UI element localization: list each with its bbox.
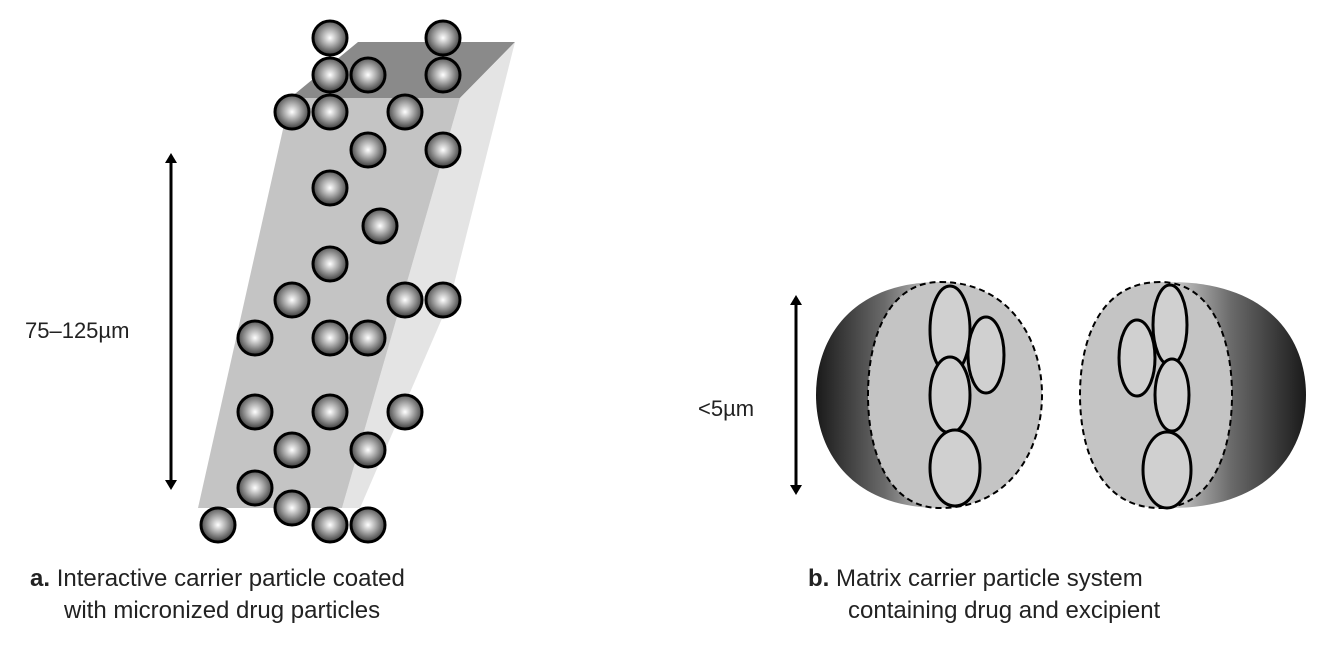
drug-particle [273, 489, 311, 527]
caption-a-letter: a. [30, 565, 51, 592]
drug-ellipse [928, 355, 972, 435]
size-label-b: <5µm [698, 396, 755, 421]
carrier-side-face [342, 42, 515, 508]
micronized-drug-particles [199, 19, 462, 544]
drug-particle [273, 431, 311, 469]
drug-particle [273, 93, 311, 131]
caption-b-line2: containing drug and excipient [848, 597, 1161, 624]
drug-particle [424, 281, 462, 319]
caption-b-letter: b. [808, 565, 830, 592]
caption-b: b. Matrix carrier particle system contai… [808, 563, 1160, 627]
drug-particle [349, 131, 387, 169]
drug-ellipse [1151, 283, 1189, 367]
drug-particle [311, 393, 349, 431]
drug-particle [349, 56, 387, 94]
drug-particle [311, 319, 349, 357]
drug-particle [386, 281, 424, 319]
drug-particle [236, 319, 274, 357]
drug-particle [311, 169, 349, 207]
caption-a-line2: with micronized drug particles [64, 597, 381, 624]
drug-particle [349, 431, 387, 469]
drug-particle [349, 319, 387, 357]
matrix-sphere-left [816, 280, 1044, 510]
drug-particle [424, 131, 462, 169]
drug-particle [236, 393, 274, 431]
drug-ellipse [928, 428, 982, 508]
drug-particle [273, 281, 311, 319]
drug-particle [386, 93, 424, 131]
drug-ellipse [1141, 430, 1193, 510]
drug-particle [311, 506, 349, 544]
caption-a: a. Interactive carrier particle coated w… [30, 563, 405, 627]
drug-particle [311, 93, 349, 131]
drug-ellipse [1117, 318, 1157, 398]
drug-particle [386, 393, 424, 431]
drug-ellipse [1153, 357, 1191, 433]
drug-particle [236, 469, 274, 507]
drug-particle [311, 245, 349, 283]
drug-particle [361, 207, 399, 245]
matrix-sphere-right [1078, 280, 1306, 510]
drug-particle [199, 506, 237, 544]
caption-a-line1: Interactive carrier particle coated [56, 565, 405, 592]
size-label-a: 75–125µm [25, 318, 130, 343]
drug-particle [311, 56, 349, 94]
drug-ellipse [966, 315, 1006, 395]
caption-b-line1: Matrix carrier particle system [836, 565, 1143, 592]
drug-particle [424, 19, 462, 57]
drug-particle [424, 56, 462, 94]
drug-particle [349, 506, 387, 544]
drug-particle [311, 19, 349, 57]
